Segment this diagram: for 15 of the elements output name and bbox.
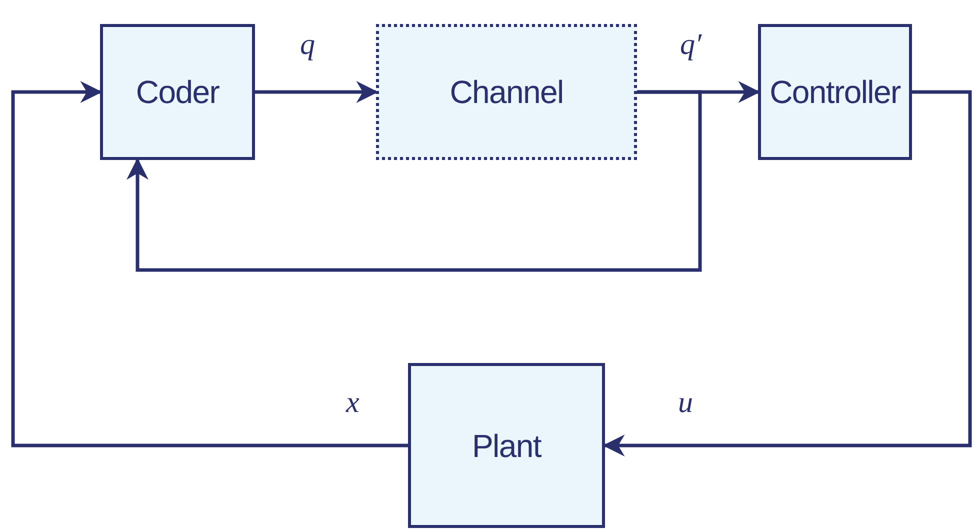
edge-label: u	[678, 388, 693, 418]
edge-label: q′	[680, 30, 702, 60]
process-box	[758, 24, 912, 160]
edge-label: x	[346, 388, 360, 418]
edge-label: q	[300, 30, 315, 60]
process-box	[100, 24, 255, 160]
box-label: Plant	[472, 426, 541, 466]
arrow	[126, 90, 702, 272]
box-label: Coder	[136, 73, 220, 112]
arrow	[11, 81, 408, 448]
process-box	[408, 363, 605, 528]
arrow	[255, 81, 378, 103]
process-box	[376, 24, 637, 160]
box-label: Channel	[450, 73, 564, 112]
box-label: Controller	[770, 73, 900, 112]
